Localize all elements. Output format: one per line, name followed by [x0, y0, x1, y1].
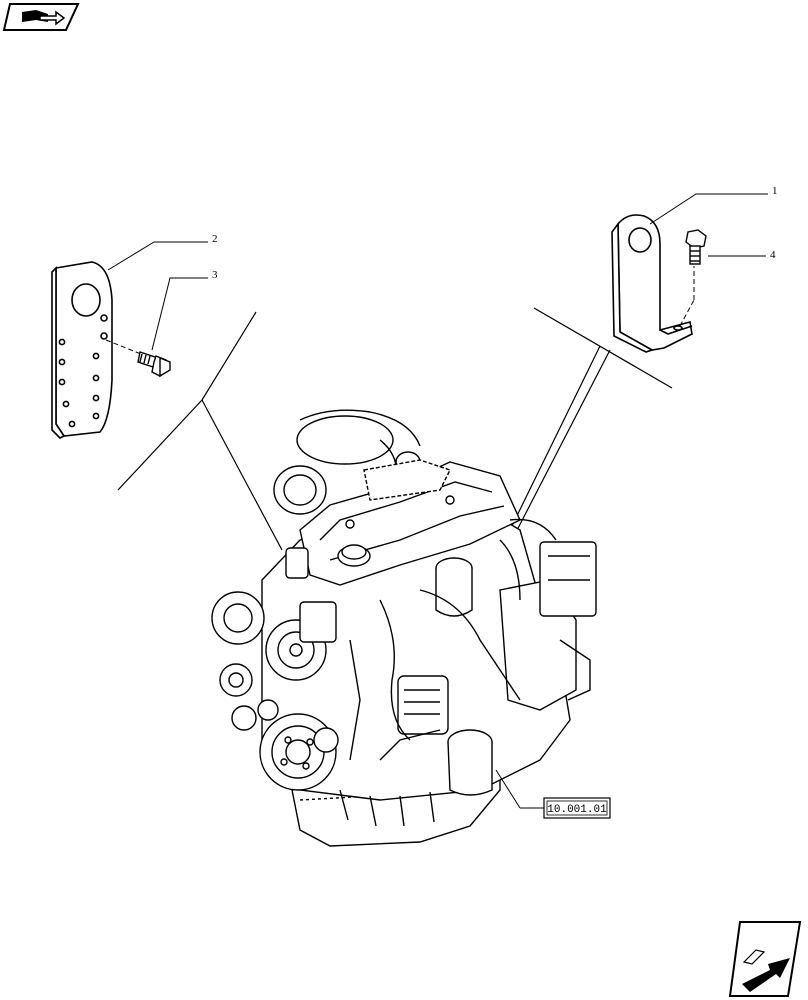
callout-label-3: 3 — [212, 269, 218, 281]
engine-assembly — [211, 409, 597, 847]
pointer-lines — [117, 307, 673, 551]
callout-label-2: 2 — [212, 233, 218, 245]
callout-label-4: 4 — [770, 249, 776, 261]
callout-label-1: 1 — [772, 185, 778, 197]
bolt-part-4 — [685, 229, 707, 265]
reference-box-label: 10.001.01 — [547, 804, 607, 816]
bracket-part-2 — [51, 261, 113, 439]
bolt-part-3 — [137, 351, 171, 378]
bracket-part-1 — [611, 214, 693, 353]
reference-box[interactable]: 10.001.01 — [543, 797, 611, 819]
book-arrow-icon[interactable] — [2, 3, 80, 31]
next-page-arrow-icon[interactable] — [728, 921, 802, 997]
